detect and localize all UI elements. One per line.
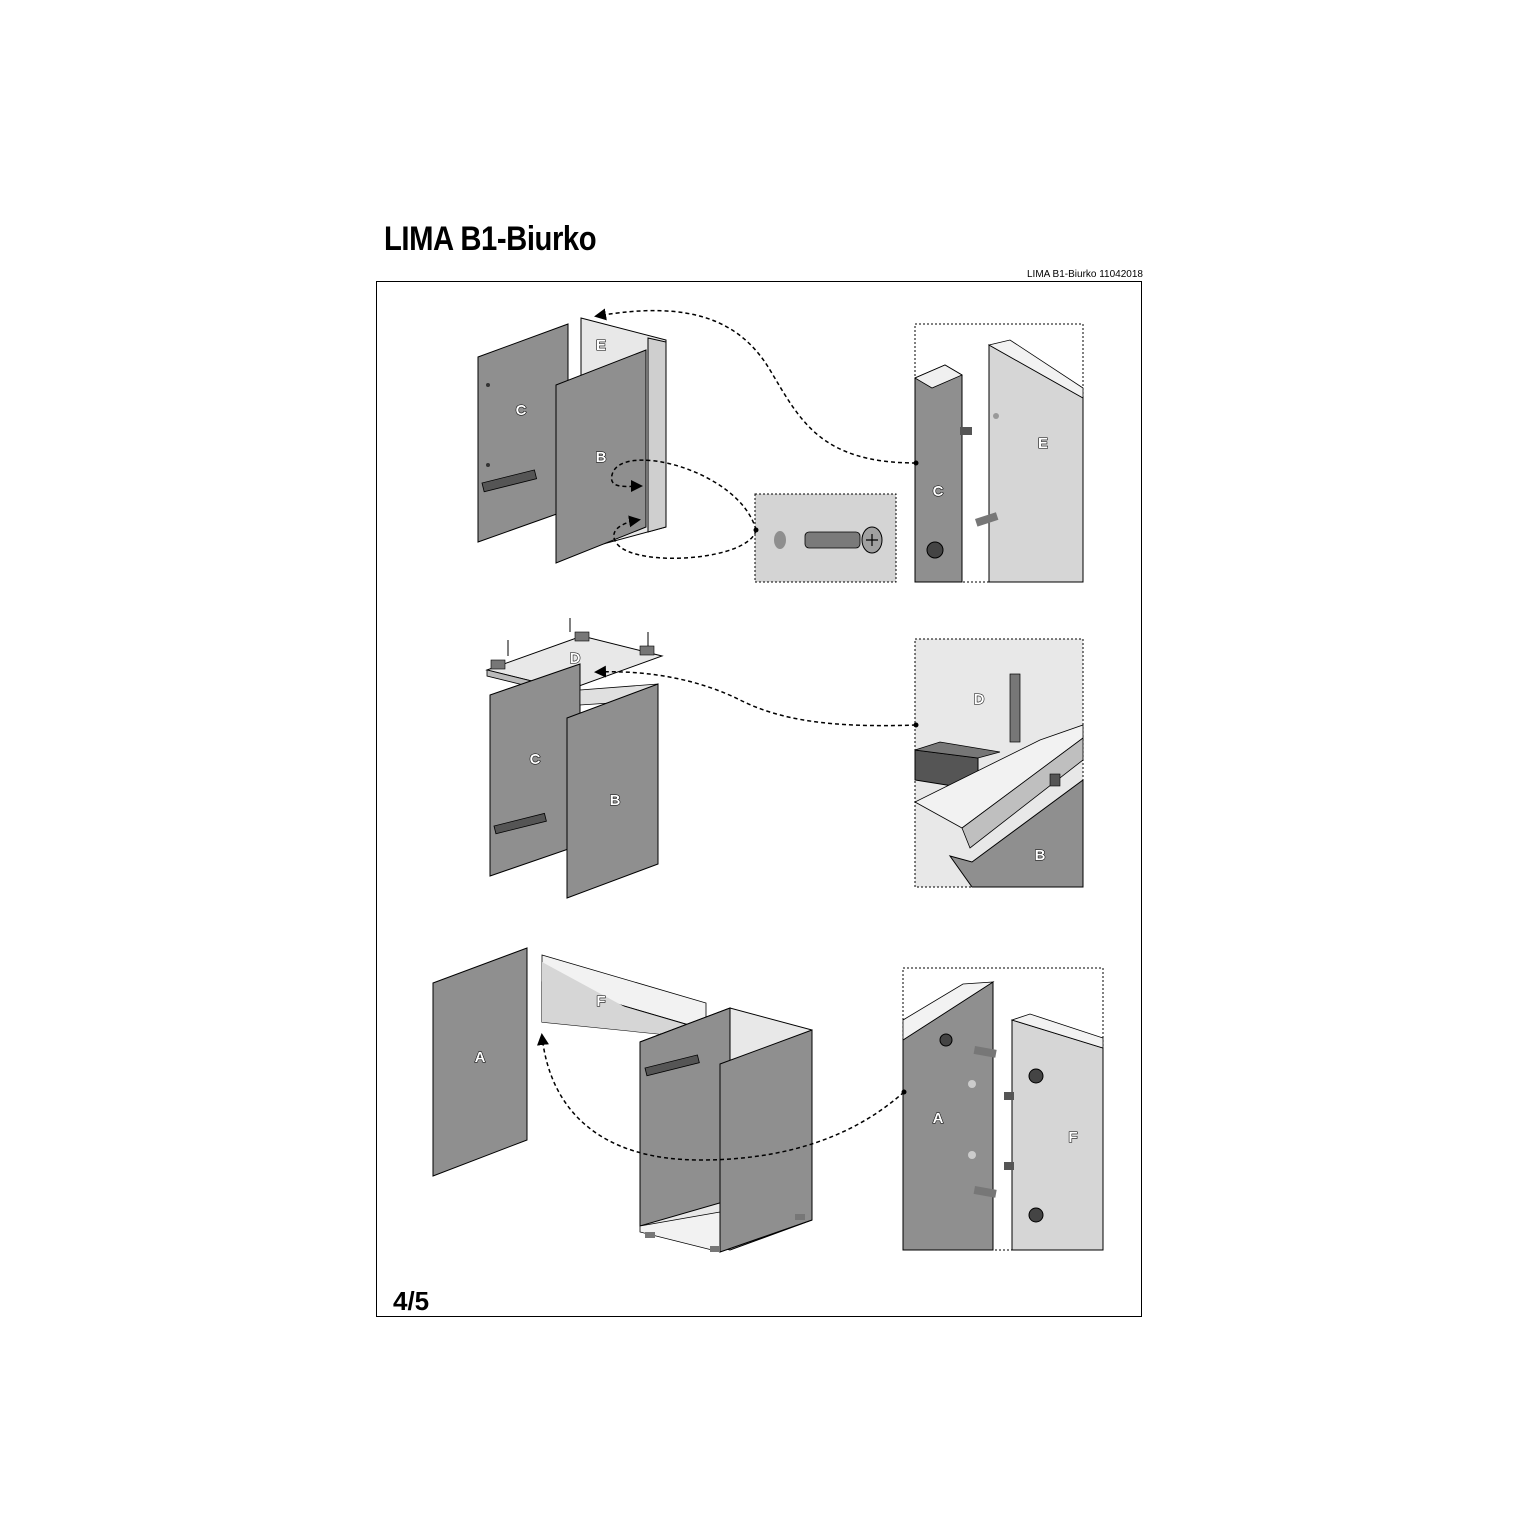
detail-c-e: C E [914,323,1084,583]
cabinet-left-side [639,1007,731,1227]
label-b-2: B [610,792,621,809]
label-f: F [596,993,605,1010]
detail-label-a: A [933,1110,944,1127]
step-1-arrow-cam [610,459,757,531]
document-reference: LIMA B1-Biurko 11042018 [1026,269,1143,280]
document-title: LIMA B1-Biurko [384,220,597,258]
step-3-illustration: A F A F [432,947,1104,1253]
step-2-illustration: D C B D B [485,618,1084,899]
step-3-arrow [537,1033,905,1161]
detail-label-d: D [974,691,985,708]
detail-d-b: D B [914,638,1084,888]
label-d: D [570,650,581,667]
label-a: A [475,1049,486,1066]
cam-lock-detail [754,493,897,583]
detail-label-b: B [1035,847,1046,864]
step-1-arrow-to-e [594,308,917,464]
detail-a-f: A F [902,967,1104,1251]
panel-a [432,947,528,1177]
label-c-2: C [530,751,541,768]
detail-label-f: F [1068,1129,1077,1146]
label-b: B [596,449,607,466]
step-2-arrow [594,665,917,727]
panel-b-2 [566,683,659,899]
detail-label-c: C [933,483,944,500]
page-frame [376,281,1142,1317]
page-number: 4/5 [393,1286,430,1316]
step-1-illustration: E C B C E [477,308,1084,583]
label-c: C [516,402,527,419]
label-e: E [596,337,606,354]
panel-b [555,349,647,564]
detail-label-e: E [1038,435,1048,452]
panel-c [477,323,569,543]
cabinet-right-side [719,1029,813,1253]
